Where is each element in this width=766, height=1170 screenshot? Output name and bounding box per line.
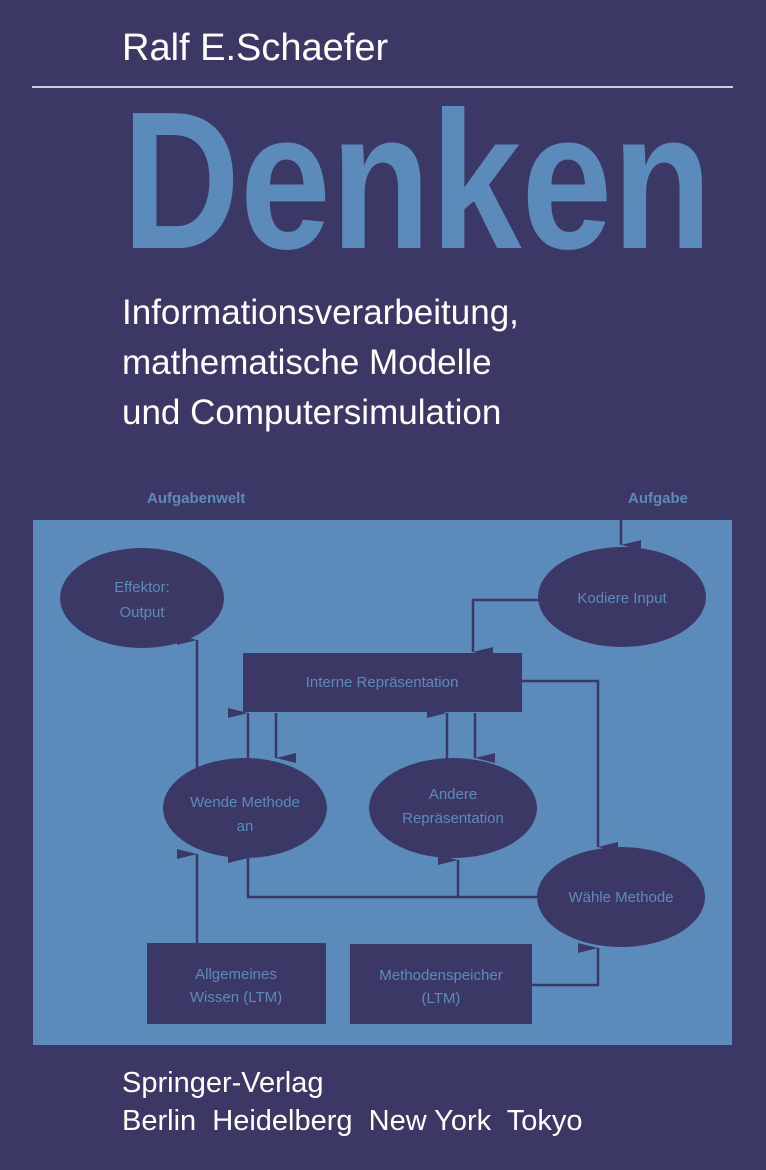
- wende-label-2: an: [237, 818, 254, 835]
- label-aufgabe: Aufgabe: [628, 490, 688, 507]
- interne-label: Interne Repräsentation: [306, 674, 459, 691]
- arrow-methodenspeicher-to-waehle: [532, 943, 600, 987]
- methodenspeicher-label-1: Methodenspeicher: [379, 967, 502, 984]
- effektor-label-1: Effektor:: [114, 579, 170, 596]
- node-methodenspeicher: Methodenspeicher (LTM): [350, 944, 532, 1024]
- effektor-label-2: Output: [119, 604, 165, 621]
- allgemeines-label-2: Wissen (LTM): [190, 989, 282, 1006]
- node-wende-methode: Wende Methode an: [163, 758, 327, 858]
- node-waehle-methode: Wähle Methode: [537, 847, 705, 947]
- book-title: Denken: [122, 71, 712, 290]
- label-aufgabenwelt: Aufgabenwelt: [147, 490, 245, 507]
- diagram: Aufgabenwelt Aufgabe Effektor: Output Ko…: [33, 490, 732, 1045]
- andere-label-1: Andere: [429, 786, 477, 803]
- subtitle-line-2: mathematische Modelle: [122, 343, 492, 382]
- publisher-cities: Berlin Heidelberg New York Tokyo: [122, 1105, 583, 1137]
- node-kodiere-input: Kodiere Input: [538, 547, 706, 647]
- arrow-waehle-to-wende: [228, 853, 540, 899]
- subtitle-line-3: und Computersimulation: [122, 393, 501, 432]
- subtitle-line-1: Informationsverarbeitung,: [122, 293, 519, 332]
- allgemeines-label-1: Allgemeines: [195, 966, 277, 983]
- node-allgemeines-wissen: Allgemeines Wissen (LTM): [147, 943, 326, 1024]
- node-andere-repraesentation: Andere Repräsentation: [369, 758, 537, 858]
- kodiere-label: Kodiere Input: [577, 590, 667, 607]
- node-interne-repraesentation: Interne Repräsentation: [243, 653, 522, 712]
- author-name: Ralf E.Schaefer: [122, 27, 388, 69]
- wende-label-1: Wende Methode: [190, 794, 300, 811]
- arrow-interne-to-waehle: [522, 679, 618, 852]
- methodenspeicher-label-2: (LTM): [422, 990, 461, 1007]
- andere-label-2: Repräsentation: [402, 810, 504, 827]
- publisher-name: Springer-Verlag: [122, 1067, 324, 1099]
- waehle-label: Wähle Methode: [568, 889, 673, 906]
- node-effektor: Effektor: Output: [60, 548, 224, 648]
- arrow-kodiere-to-interne: [471, 598, 540, 657]
